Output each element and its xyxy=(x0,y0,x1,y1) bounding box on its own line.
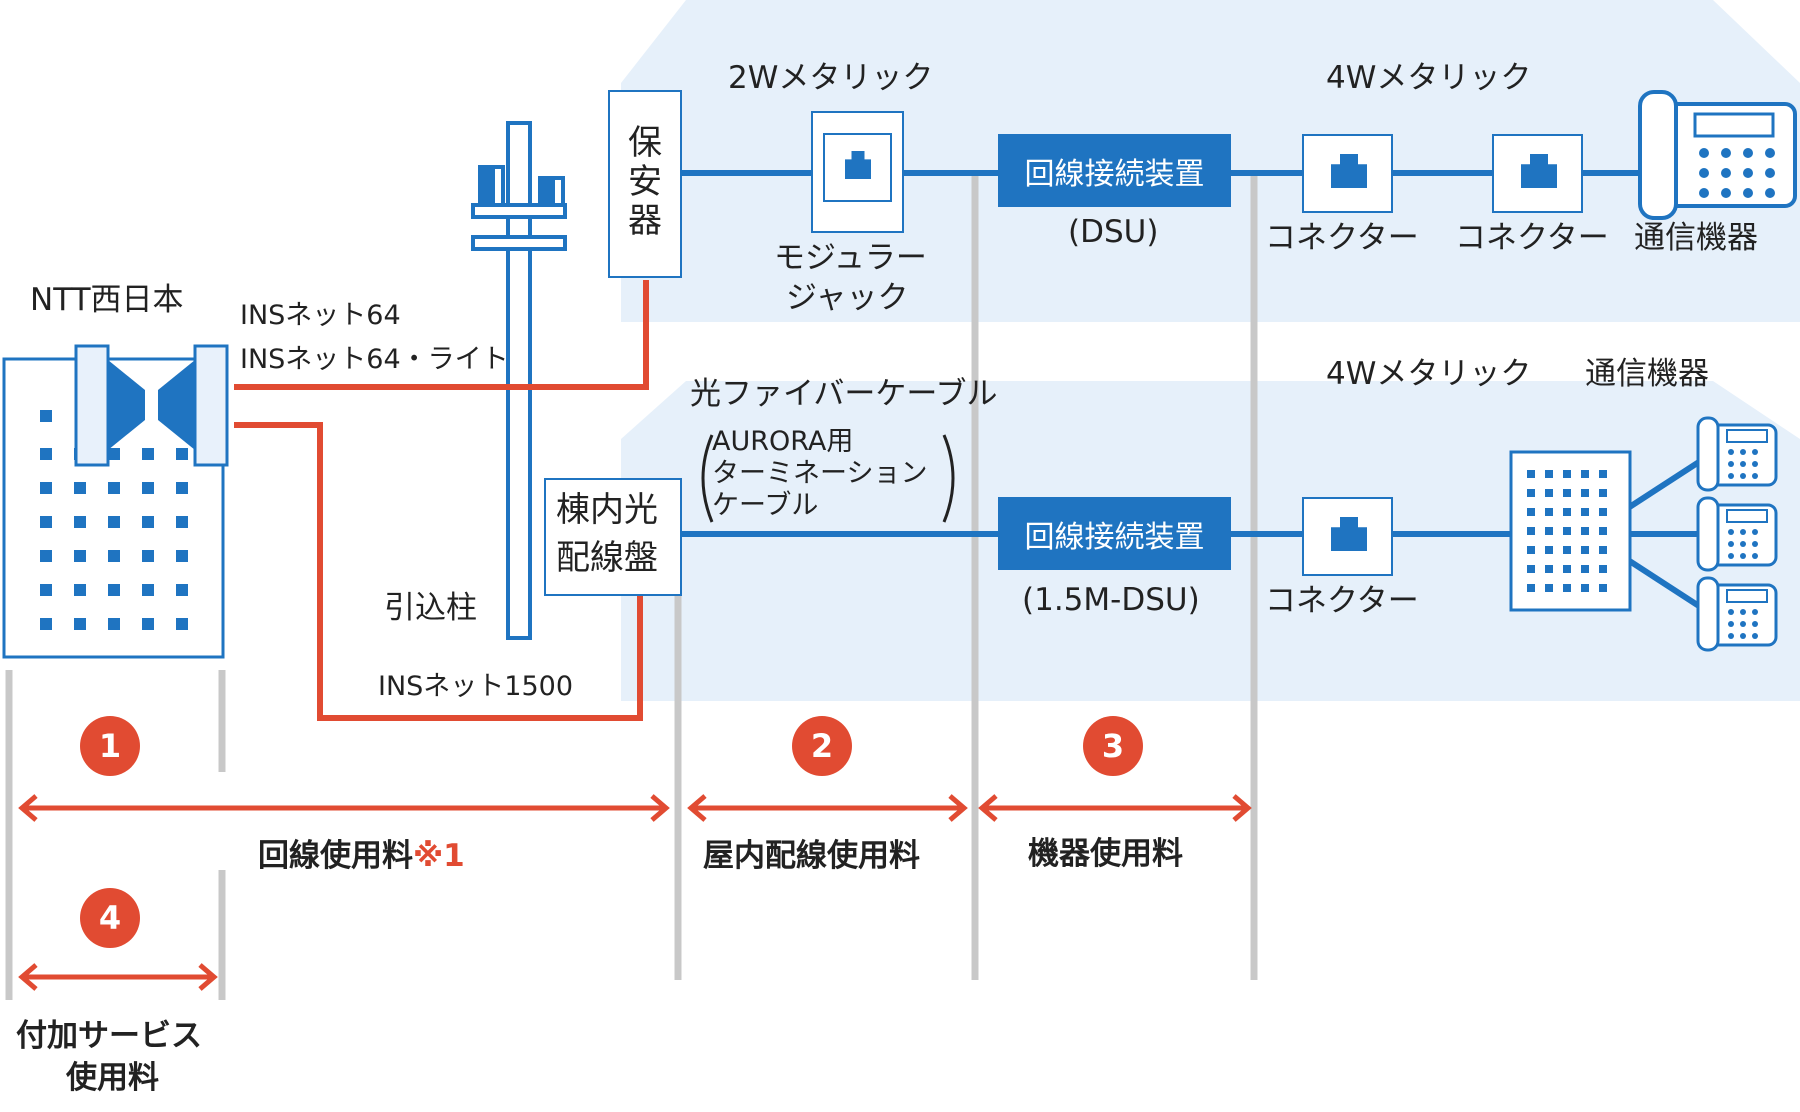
fee-number-2: 2 xyxy=(792,716,852,776)
fee-number-4: 4 xyxy=(80,888,140,948)
modular-jack-box xyxy=(811,111,904,233)
line-fee-text: 回線使用料 xyxy=(258,838,413,874)
modular-jack-inner xyxy=(823,133,892,202)
addon-fee-label-2: 使用料 xyxy=(66,1060,159,1096)
modular-label-2: ジャック xyxy=(786,280,909,316)
dsu-box-top: 回線接続装置 xyxy=(998,134,1231,207)
line-fee-note: ※1 xyxy=(413,838,465,874)
phone-small-1 xyxy=(1696,416,1778,492)
protector-label: 保安器 xyxy=(628,123,662,242)
optical-panel-box xyxy=(544,478,682,596)
ntt-building xyxy=(2,344,229,659)
phone-small-3 xyxy=(1696,576,1778,652)
fee-arrows xyxy=(18,794,1252,991)
connector-icon xyxy=(1521,154,1557,188)
phone-top xyxy=(1638,90,1797,220)
connector-label-3: コネクター xyxy=(1265,583,1419,619)
fee-number-3: 3 xyxy=(1083,716,1143,776)
device-bottom-label: 通信機器 xyxy=(1585,356,1709,392)
optical-panel-label-2: 配線盤 xyxy=(556,538,658,578)
metallic-4w-bottom-label: 4Wメタリック xyxy=(1326,356,1532,392)
ins64-label: INSネット64 xyxy=(240,300,401,331)
aurora-label-1: AURORA用 xyxy=(712,426,854,457)
dsu15-label: (1.5M-DSU) xyxy=(1022,582,1200,618)
connector-box-1 xyxy=(1302,134,1393,213)
phone-small-2 xyxy=(1696,496,1778,572)
connector-label-1: コネクター xyxy=(1265,220,1419,256)
paren-right xyxy=(942,434,955,523)
pbx-box xyxy=(1509,450,1632,612)
aurora-label-2: ターミネーション xyxy=(712,458,928,489)
metallic-4w-top-label: 4Wメタリック xyxy=(1326,60,1532,96)
modular-label-1: モジュラー xyxy=(774,240,927,276)
red-lines xyxy=(234,280,649,721)
device-fee-label: 機器使用料 xyxy=(1028,836,1183,872)
connector-label-2: コネクター xyxy=(1455,220,1609,256)
connector-icon xyxy=(1331,154,1367,188)
pole-label: 引込柱 xyxy=(384,590,477,626)
optical-panel-label-1: 棟内光 xyxy=(556,490,658,530)
protector-box: 保安器 xyxy=(608,90,682,278)
ins64-lite-label: INSネット64・ライト xyxy=(240,344,509,375)
device-top-label: 通信機器 xyxy=(1634,220,1758,256)
paren-left xyxy=(701,434,714,523)
dsu-box-bottom: 回線接続装置 xyxy=(998,497,1231,570)
ntt-label: NTT西日本 xyxy=(30,282,184,318)
addon-fee-label-1: 付加サービス xyxy=(16,1018,202,1054)
aurora-label-3: ケーブル xyxy=(712,490,819,521)
fiber-label: 光ファイバーケーブル xyxy=(690,376,998,412)
divider-lines xyxy=(5,175,1258,1000)
dsu-label: (DSU) xyxy=(1068,214,1159,250)
indoor-fee-label: 屋内配線使用料 xyxy=(703,838,920,874)
fee-number-1: 1 xyxy=(80,716,140,776)
connector-box-3 xyxy=(1302,497,1393,576)
ins1500-label: INSネット1500 xyxy=(378,671,574,702)
line-fee-label: 回線使用料※1 xyxy=(258,838,465,875)
connector-icon xyxy=(1331,517,1367,551)
metallic-2w-label: 2Wメタリック xyxy=(728,60,934,96)
connector-box-2 xyxy=(1492,134,1583,213)
jack-icon xyxy=(845,151,871,179)
